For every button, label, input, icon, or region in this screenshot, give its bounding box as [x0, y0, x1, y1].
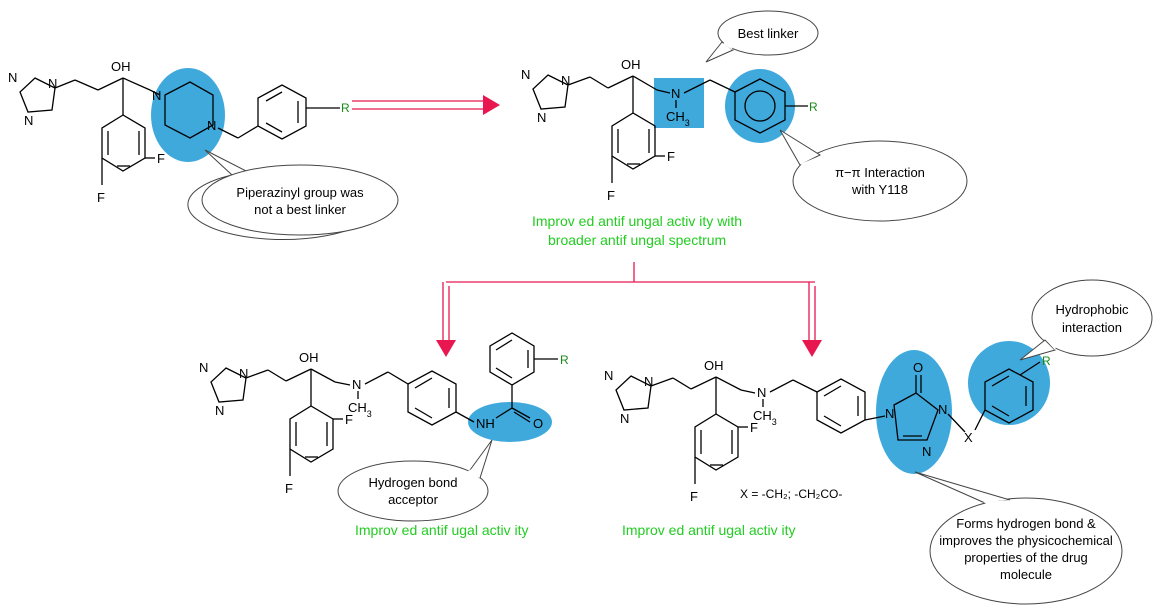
methyl-group: CH3	[666, 109, 690, 128]
note-improved-activity: Improv ed antif ugal activ ity	[355, 522, 529, 538]
atom-f: F	[750, 420, 758, 435]
callout-text: with Y118	[851, 182, 908, 197]
atom-x: X	[964, 430, 973, 445]
atom-oh: OH	[621, 57, 641, 72]
atom-n: N	[757, 385, 766, 400]
atom-oh: OH	[704, 358, 724, 373]
callout-text: Piperazinyl group was	[236, 185, 364, 200]
methyl-group: CH3	[348, 400, 372, 419]
atom-n: N	[620, 411, 629, 426]
callout-text: molecule	[1000, 567, 1052, 582]
atom-n: N	[644, 374, 653, 389]
atom-oh: OH	[299, 350, 319, 365]
atom-f: F	[97, 190, 105, 205]
substituent-r: R	[341, 101, 350, 115]
atom-n: N	[8, 70, 17, 85]
molecule-piperazinyl: N N N OH N N R F F	[8, 59, 350, 205]
callout-best-linker: Best linker	[705, 10, 819, 63]
atom-n: N	[215, 403, 224, 418]
callout-hydrophobic: Hydrophobic interaction	[1019, 279, 1153, 361]
callout-text: Best linker	[738, 26, 799, 41]
atom-n: N	[24, 113, 33, 128]
atom-n: N	[352, 377, 361, 392]
substituent-r: R	[1042, 354, 1051, 368]
callout-text: interaction	[1062, 320, 1122, 335]
aryl-highlight	[968, 341, 1050, 425]
atom-f: F	[690, 489, 698, 504]
atom-oh: OH	[111, 59, 131, 74]
note-improved-broader: broader antif ungal spectrum	[548, 232, 726, 248]
atom-n: N	[521, 67, 530, 82]
callout-text: not a best linker	[254, 202, 346, 217]
arrow-branch-down	[436, 262, 822, 357]
arrow-to-optimized	[352, 95, 500, 115]
atom-n: N	[537, 110, 546, 125]
atom-f: F	[607, 188, 615, 203]
callout-text: properties of the drug	[964, 550, 1088, 565]
molecule-amide: N N N OH N CH3 NH O R	[199, 332, 569, 496]
molecule-triazolone: N N N OH N CH3 N O N N X R	[604, 341, 1051, 504]
atom-n: N	[199, 360, 208, 375]
atom-o: O	[533, 416, 543, 431]
atom-f: F	[157, 151, 165, 166]
atom-n: N	[938, 402, 947, 417]
methyl-group: CH3	[753, 408, 777, 427]
callout-text: Forms hydrogen bond &	[956, 516, 1096, 531]
atom-o: O	[913, 360, 923, 375]
atom-n: N	[922, 444, 931, 459]
callout-pi-pi: π−π Interaction with Y118	[779, 129, 968, 222]
callout-text: acceptor	[388, 492, 439, 507]
atom-n: N	[207, 118, 216, 133]
atom-n: N	[671, 86, 680, 101]
callout-text: Hydrophobic	[1056, 302, 1129, 317]
linker-highlight	[654, 78, 704, 128]
atom-f: F	[285, 481, 293, 496]
note-improved-activity: Improv ed antif ugal activ ity	[622, 522, 796, 538]
x-definition: X = -CH₂; -CH₂CO-	[740, 487, 842, 501]
triazolone-highlight	[876, 350, 952, 474]
atom-n: N	[239, 366, 248, 381]
substituent-r: R	[560, 353, 569, 367]
callout-hbond-acceptor: Hydrogen bond acceptor	[337, 439, 493, 522]
atom-nh: NH	[476, 416, 495, 431]
piperazine-highlight	[151, 68, 225, 162]
amide-highlight	[468, 402, 552, 442]
atom-n: N	[885, 406, 894, 421]
note-improved-broader: Improv ed antif ungal activ ity with	[532, 213, 742, 229]
substituent-r: R	[809, 100, 818, 114]
callout-forms-hbond: Forms hydrogen bond & improves the physi…	[914, 471, 1123, 605]
callout-text: improves the physicochemical	[939, 533, 1113, 548]
callout-text: Hydrogen bond	[369, 475, 458, 490]
atom-n: N	[152, 88, 161, 103]
atom-n: N	[604, 368, 613, 383]
callout-text: π−π Interaction	[835, 165, 925, 180]
callout-piperazinyl: Piperazinyl group was not a best linker	[187, 149, 399, 241]
atom-n: N	[48, 76, 57, 91]
atom-f: F	[667, 149, 675, 164]
molecule-optimized: N N N OH N CH3 R F F	[521, 57, 818, 203]
atom-f: F	[345, 412, 353, 427]
atom-n: N	[561, 73, 570, 88]
